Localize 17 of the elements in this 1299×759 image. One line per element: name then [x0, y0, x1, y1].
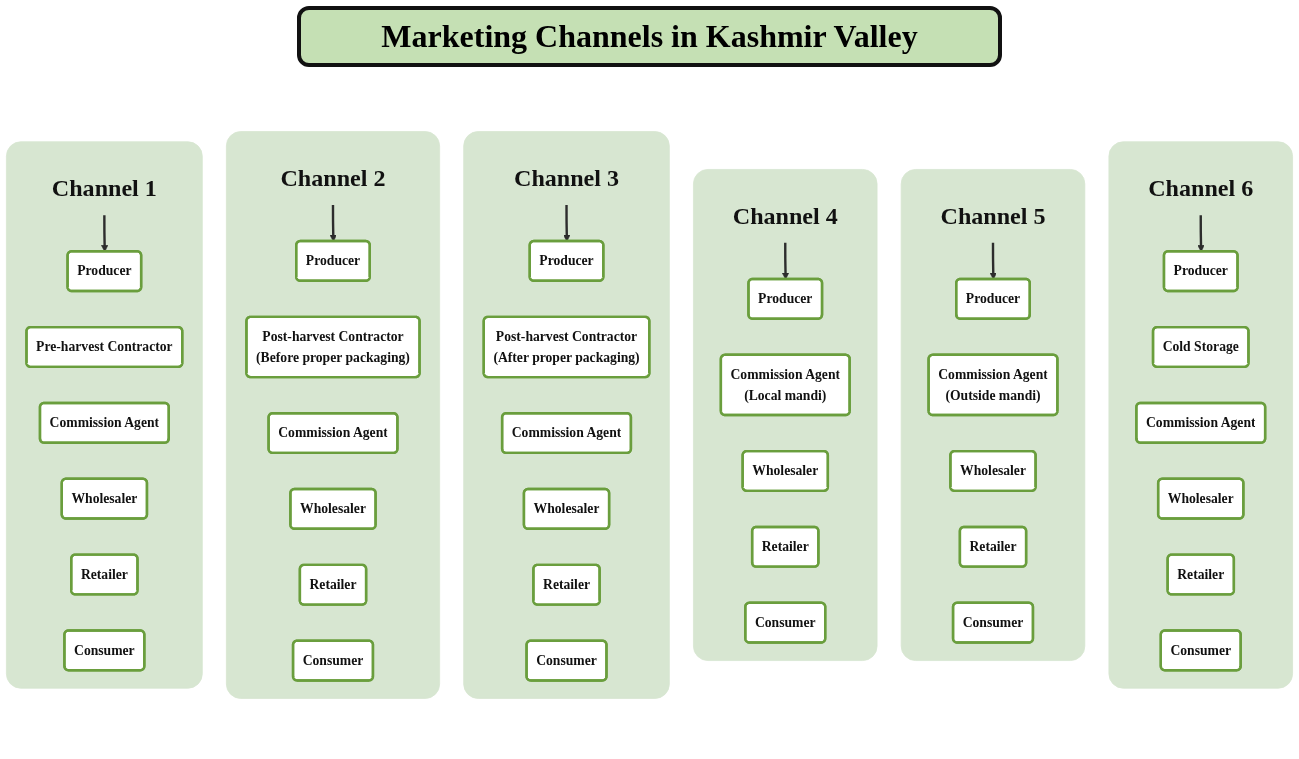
arrow — [329, 204, 337, 242]
node-text: Channel 3 — [514, 164, 620, 191]
arrow — [1197, 215, 1205, 252]
node-text: Channel 4 — [732, 201, 838, 229]
cluster — [226, 131, 440, 699]
arrow — [563, 204, 571, 242]
cluster — [6, 141, 203, 689]
node-text: Channel 6 — [1148, 174, 1254, 201]
cluster — [1108, 141, 1293, 689]
node-text: Channel 1 — [51, 174, 157, 201]
node-text: Channel 2 — [280, 164, 386, 191]
cluster — [463, 131, 670, 699]
node-text: Channel 5 — [940, 201, 1046, 229]
cluster — [900, 169, 1086, 661]
cluster — [693, 169, 878, 661]
title-box: Marketing Channels in Kashmir Valley — [297, 6, 1002, 67]
arrow — [101, 215, 109, 252]
